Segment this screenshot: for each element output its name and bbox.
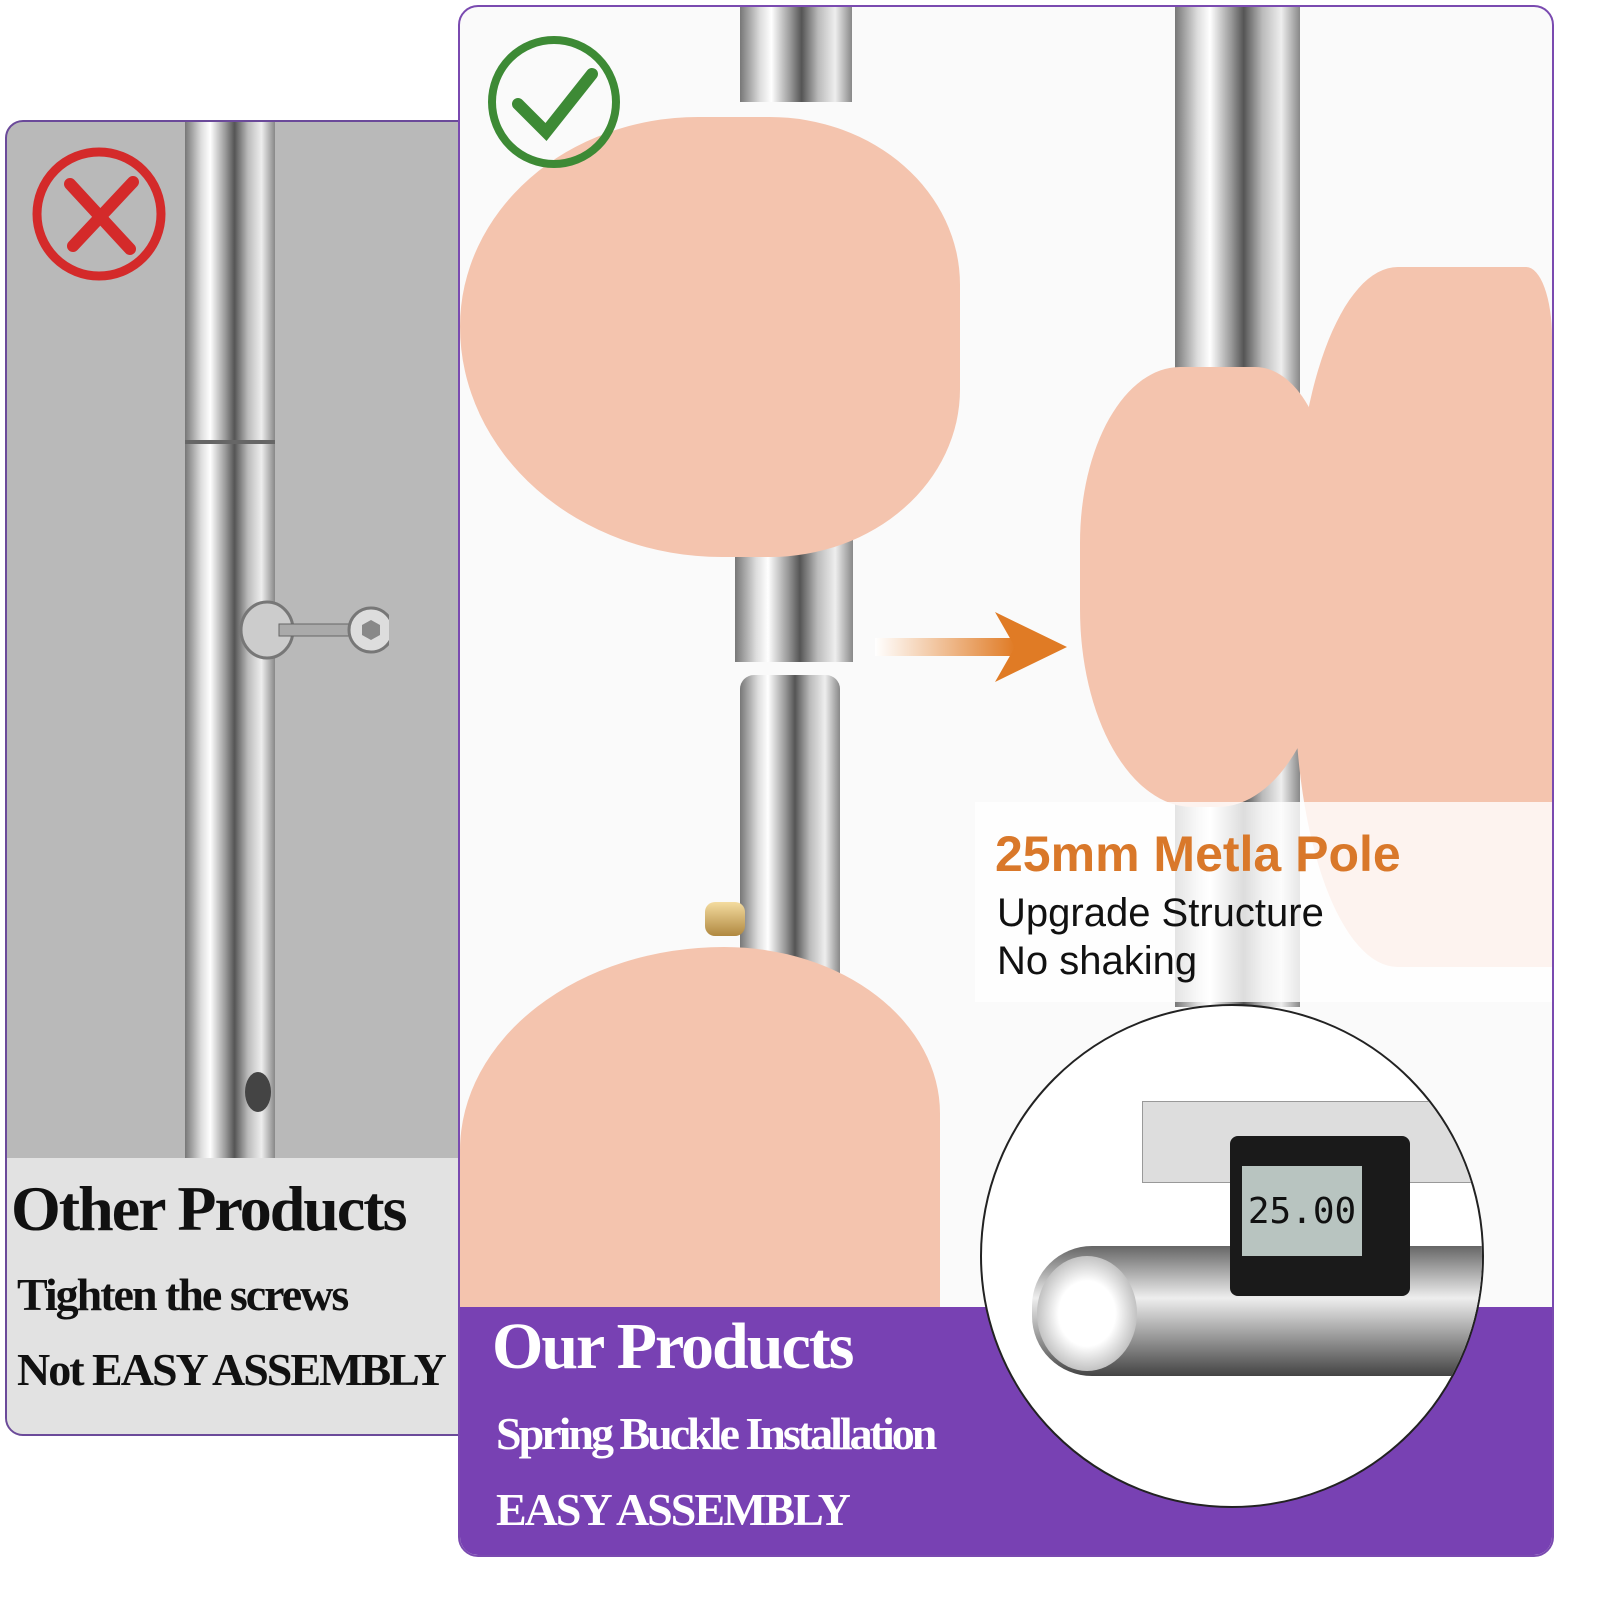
tube-end <box>1037 1256 1137 1371</box>
our-products-panel: 25mm Metla Pole Upgrade Structure No sha… <box>458 5 1554 1557</box>
caliper-inset: 25.00 <box>980 1004 1484 1508</box>
right-line2: EASY ASSEMBLY <box>496 1484 851 1535</box>
left-line1: Tighten the screws <box>17 1269 349 1320</box>
hand-top <box>460 117 960 557</box>
right-line1: Spring Buckle Installation <box>496 1408 937 1459</box>
right-title: Our Products <box>492 1310 854 1383</box>
caliper-display-body: 25.00 <box>1230 1136 1410 1296</box>
feature-line2: No shaking <box>997 939 1198 983</box>
other-products-panel: Other Products Tighten the screws Not EA… <box>5 120 462 1436</box>
screw-icon <box>239 600 395 660</box>
caliper-reading: 25.00 <box>1242 1166 1362 1256</box>
pole-joint <box>185 440 275 444</box>
spring-button <box>705 902 745 936</box>
hand-right <box>1080 367 1330 807</box>
check-mark-icon <box>480 32 630 172</box>
feature-heading: 25mm Metla Pole <box>995 826 1401 882</box>
hand-bottom <box>460 947 940 1317</box>
pole-hole <box>245 1072 271 1112</box>
x-mark-icon <box>25 144 175 284</box>
left-line2: Not EASY ASSEMBLY <box>17 1344 447 1395</box>
upper-pole <box>740 7 852 102</box>
left-title: Other Products <box>11 1173 407 1244</box>
feature-line1: Upgrade Structure <box>997 891 1324 935</box>
left-caption: Other Products Tighten the screws Not EA… <box>7 1158 460 1434</box>
arrow-right-icon <box>875 612 1070 682</box>
feature-box: 25mm Metla Pole Upgrade Structure No sha… <box>975 802 1552 1002</box>
